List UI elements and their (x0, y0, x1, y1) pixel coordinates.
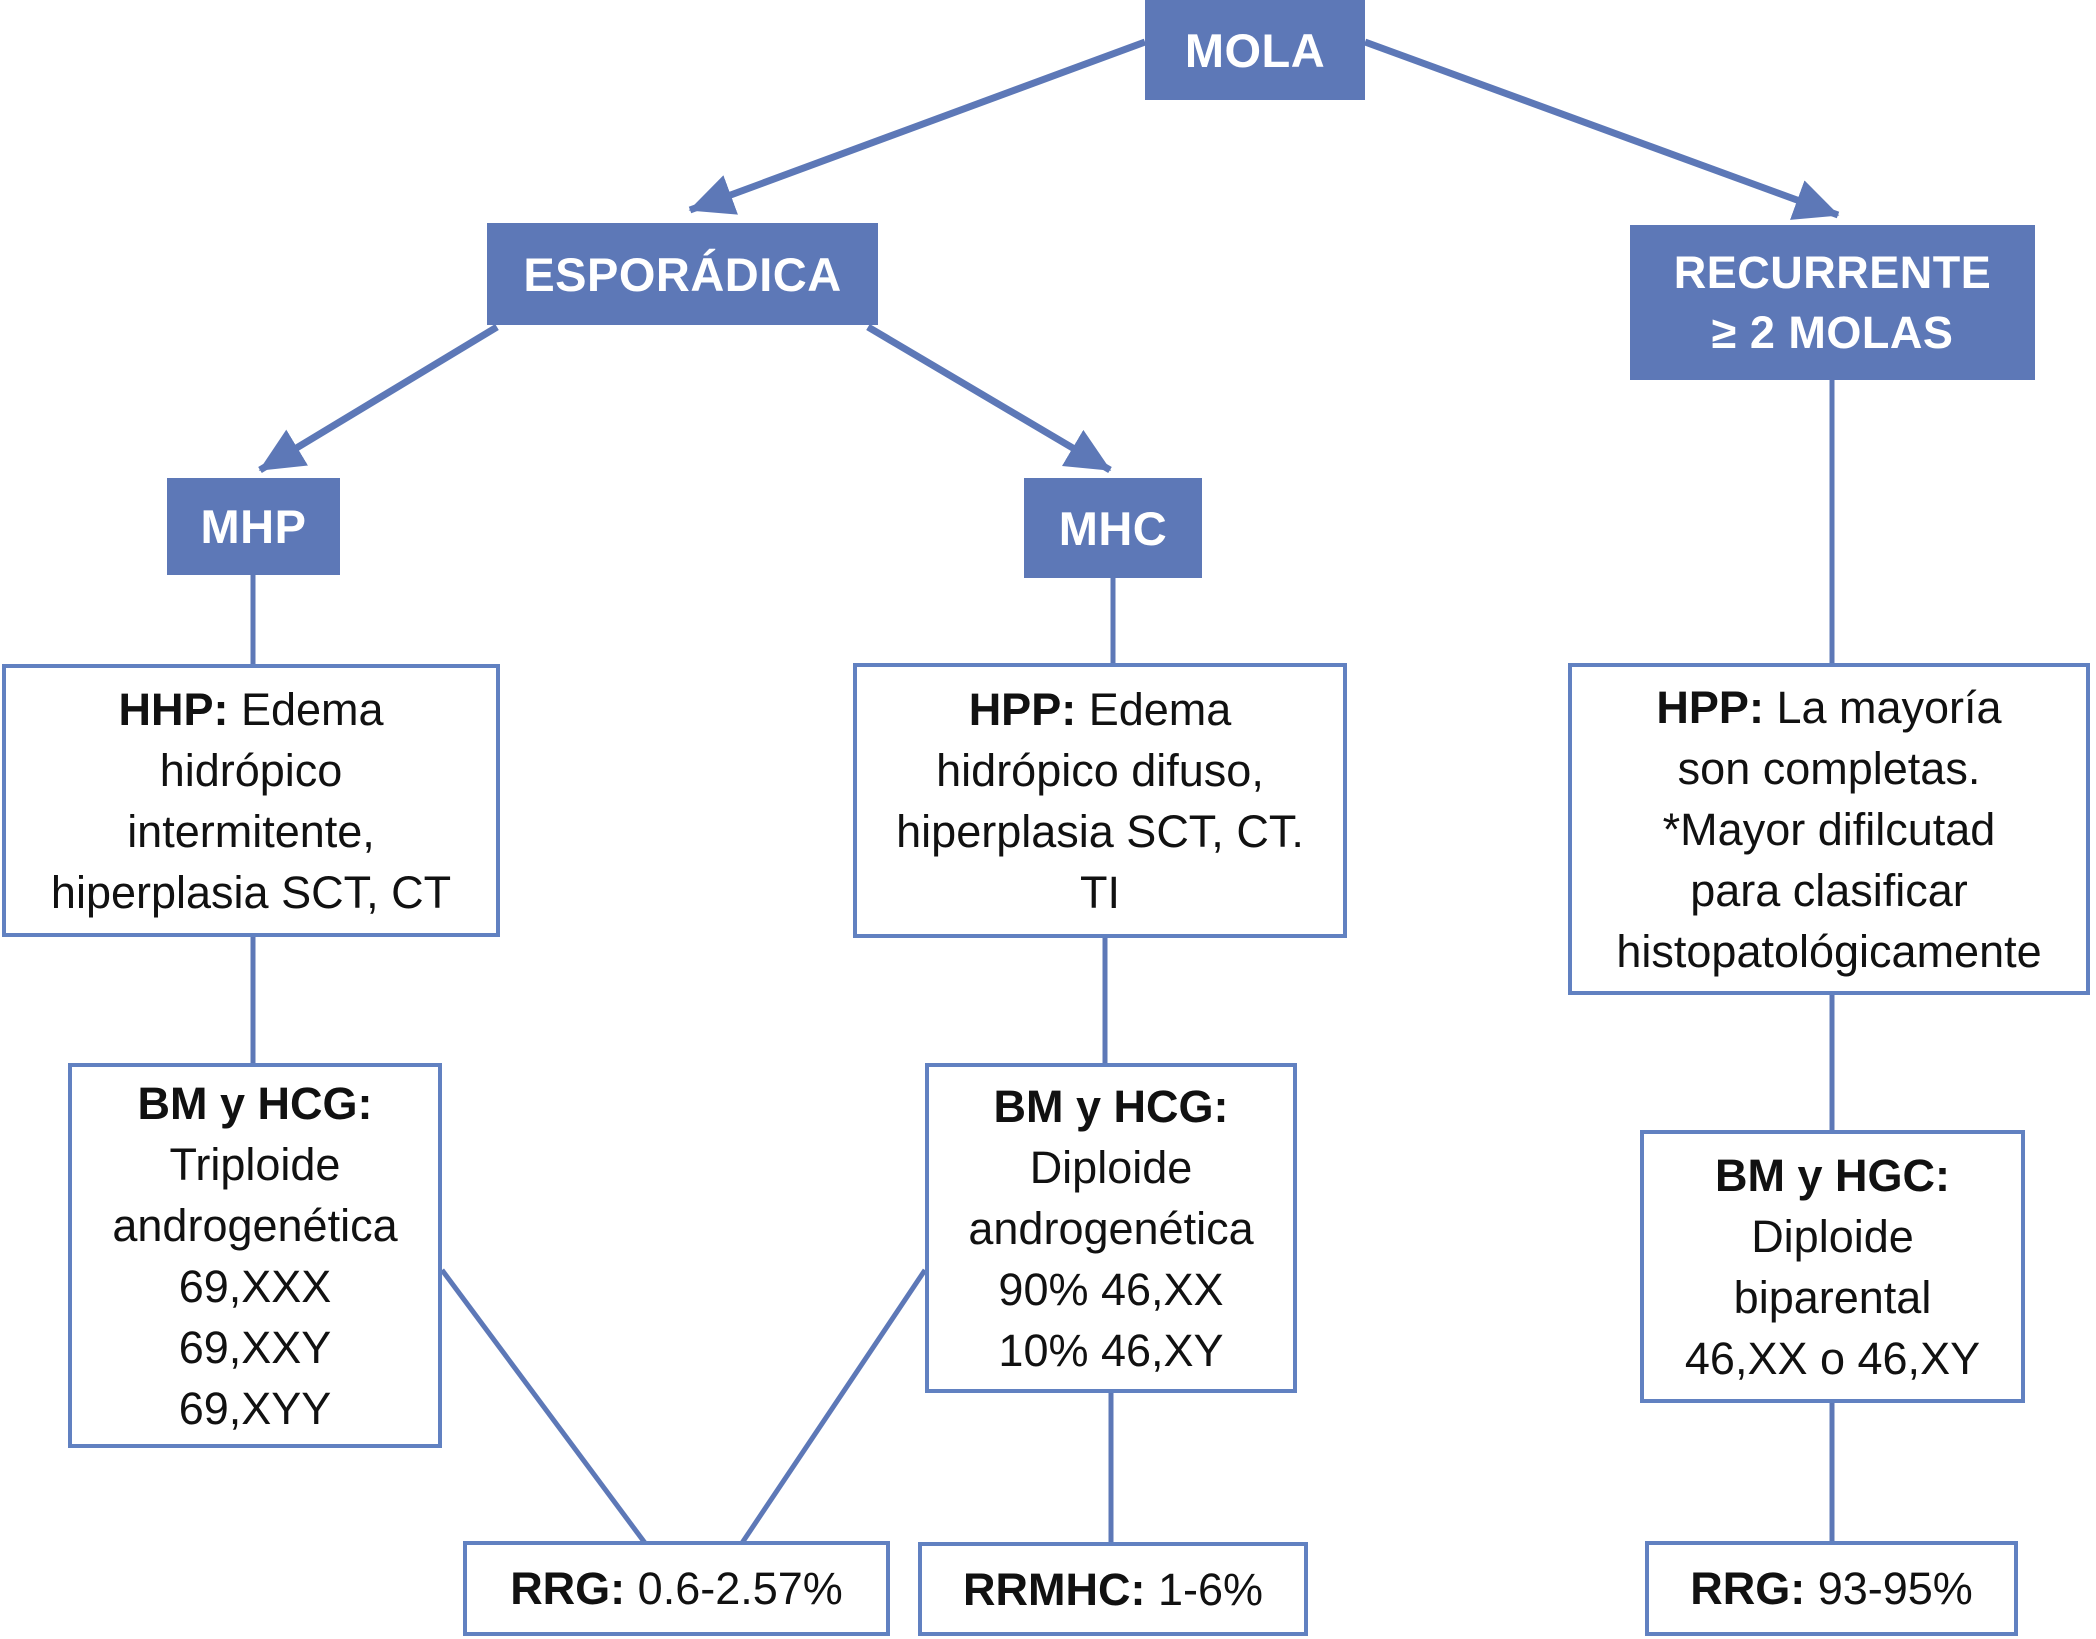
box-line: BM y HCG: (994, 1076, 1229, 1137)
rrmhc-box: RRMHC: 1-6% (918, 1542, 1308, 1636)
box-line: histopatológicamente (1616, 925, 2042, 977)
box-lead: RRG: (510, 1563, 626, 1614)
connector-mhp-genetics-rrg (439, 1268, 648, 1545)
recurrente-node: RECURRENTE ≥ 2 MOLAS (1630, 225, 2035, 380)
box-text: 93-95% (1805, 1563, 1973, 1614)
mhp-node: MHP (167, 478, 340, 575)
box-text: Edema (1076, 683, 1232, 735)
box-line: hiperplasia SCT, CT (50, 866, 452, 918)
box-line: androgenética (968, 1202, 1254, 1254)
rrg-sporadic-box: RRG: 0.6-2.57% (463, 1541, 890, 1636)
recurrente-label-line1: RECURRENTE (1673, 246, 1992, 298)
connector-esporadica-mhc (866, 323, 1112, 474)
box-line: biparental (1733, 1271, 1932, 1323)
box-line: BM y HCG: (138, 1073, 373, 1134)
box-lead: RRG: (1690, 1563, 1806, 1614)
box-line: son completas. (1677, 742, 1981, 794)
box-line: *Mayor difilcutad (1662, 803, 1996, 855)
mhc-node: MHC (1024, 478, 1202, 578)
recurrent-histology-box: HPP: La mayoría son completas. *Mayor di… (1568, 663, 2090, 995)
box-line: 10% 46,XY (998, 1324, 1224, 1376)
box-line: hidrópico (159, 744, 343, 796)
box-line: 69,XYY (178, 1382, 332, 1434)
connector-mhc-genetics-rrg (739, 1268, 928, 1545)
box-line: TI (1080, 866, 1120, 918)
box-text: La mayoría (1763, 681, 2002, 733)
box-line: 69,XXY (178, 1321, 332, 1373)
box-line: BM y HGC: (1715, 1145, 1950, 1206)
box-text: Edema (228, 683, 384, 735)
connector-mola-recurrente (1363, 38, 1840, 220)
box-line: hiperplasia SCT, CT. (896, 805, 1304, 857)
box-lead: BM y HCG: (993, 1080, 1229, 1132)
recurrent-genetics-box: BM y HGC: Diploide biparental 46,XX o 46… (1640, 1130, 2025, 1403)
mhc-histology-box: HPP: Edema hidrópico difuso, hiperplasia… (853, 663, 1347, 938)
box-lead: RRMHC: (962, 1563, 1146, 1615)
box-line: intermitente, (127, 805, 375, 857)
box-lead: BM y HCG: (137, 1077, 373, 1129)
box-line: para clasificar (1690, 864, 1968, 916)
mola-label: MOLA (1184, 23, 1326, 77)
box-lead: BM y HGC: (1715, 1149, 1950, 1201)
box-line: HPP: La mayoría (1656, 677, 2001, 738)
box-line: RRMHC: 1-6% (963, 1559, 1263, 1620)
box-text: 0.6-2.57% (625, 1563, 843, 1614)
box-lead: HPP: (968, 683, 1077, 735)
box-text: 1-6% (1145, 1563, 1264, 1615)
mhc-genetics-box: BM y HCG: Diploide androgenética 90% 46,… (925, 1063, 1297, 1393)
box-line: 69,XXX (178, 1260, 332, 1312)
connector-esporadica-mhp (258, 324, 499, 473)
esporadica-node: ESPORÁDICA (487, 223, 878, 325)
box-line: RRG: 93-95% (1690, 1558, 1973, 1619)
mhp-histology-box: HHP: Edema hidrópico intermitente, hiper… (2, 664, 500, 937)
esporadica-label: ESPORÁDICA (523, 247, 842, 301)
box-line: Diploide (1751, 1210, 1914, 1262)
rrg-recurrent-box: RRG: 93-95% (1645, 1541, 2018, 1636)
box-line: Diploide (1029, 1141, 1193, 1193)
box-lead: HPP: (1656, 681, 1764, 733)
recurrente-label-line2: ≥ 2 MOLAS (1711, 306, 1954, 358)
box-line: RRG: 0.6-2.57% (510, 1558, 843, 1619)
box-line: androgenética (112, 1199, 398, 1251)
mhp-genetics-box: BM y HCG: Triploide androgenética 69,XXX… (68, 1063, 442, 1448)
mhp-label: MHP (200, 500, 307, 553)
box-lead: HHP: (118, 683, 229, 735)
mola-node: MOLA (1145, 0, 1365, 100)
box-line: Triploide (169, 1138, 341, 1190)
box-line: HPP: Edema (969, 679, 1232, 740)
box-line: hidrópico difuso, (936, 744, 1264, 796)
box-line: 46,XX o 46,XY (1684, 1332, 1981, 1384)
mhc-label: MHC (1058, 501, 1168, 555)
box-line: HHP: Edema (118, 679, 383, 740)
connector-mola-esporadica (688, 38, 1147, 215)
box-line: 90% 46,XX (998, 1263, 1224, 1315)
